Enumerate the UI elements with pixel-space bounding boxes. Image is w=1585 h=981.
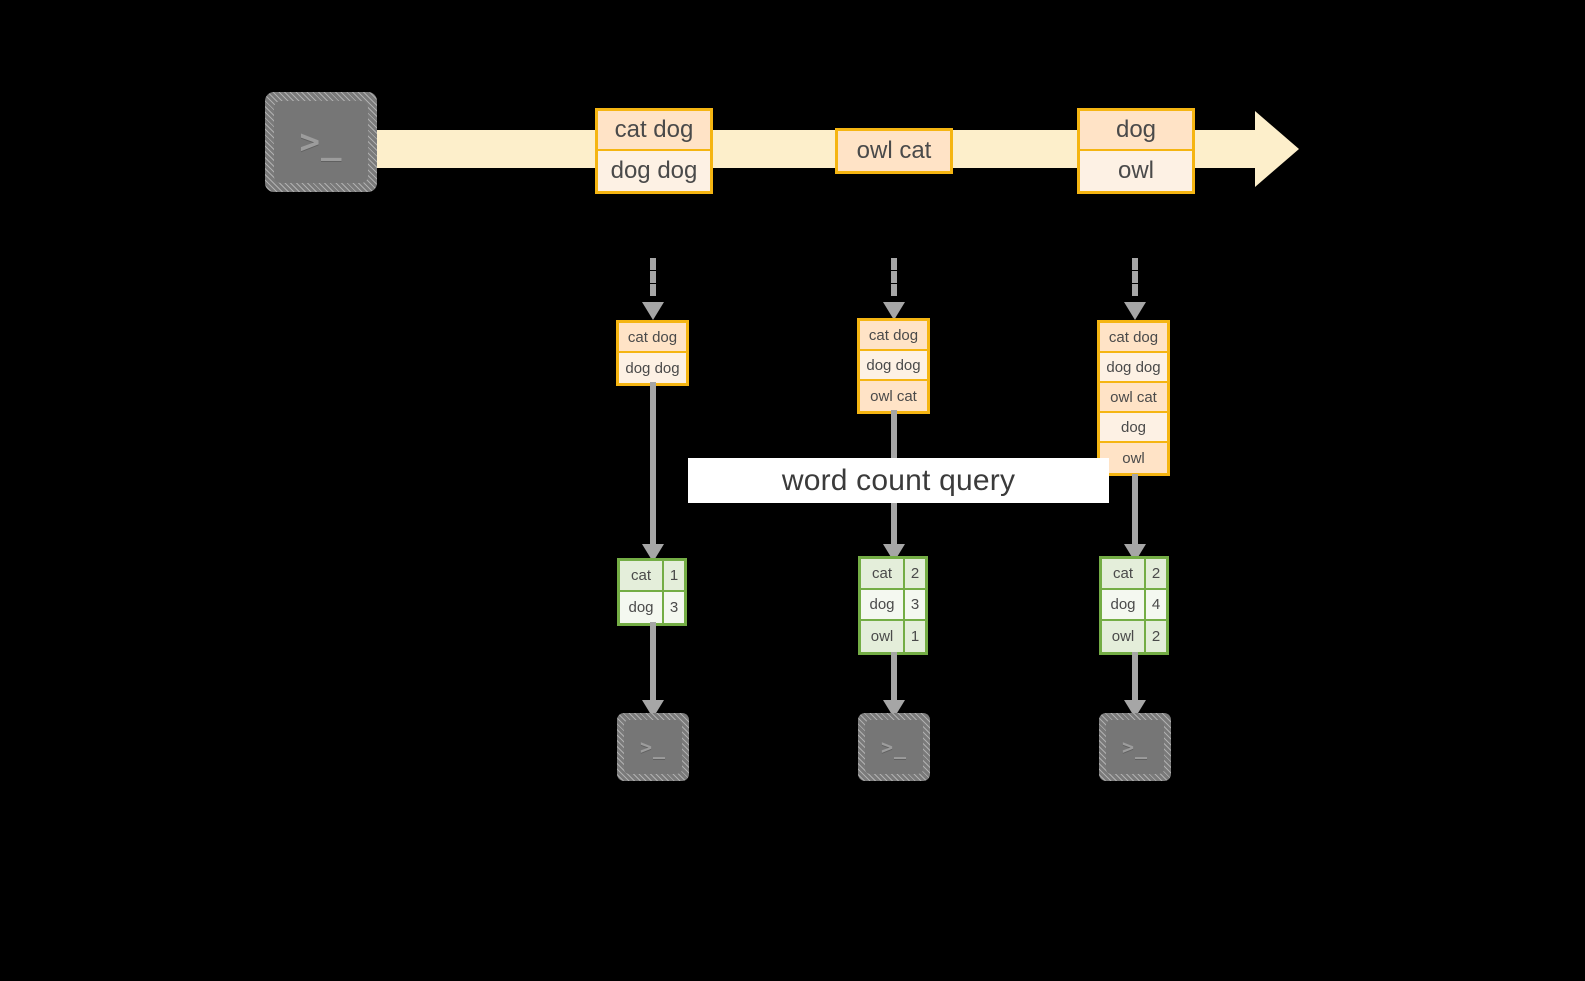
result-row: cat 1 bbox=[620, 561, 684, 592]
result-row: owl 2 bbox=[1102, 621, 1166, 652]
connector-shaft bbox=[891, 258, 897, 296]
accumulated-row: owl cat bbox=[860, 381, 927, 411]
accumulated-row: cat dog bbox=[1100, 323, 1167, 353]
result-row: owl 1 bbox=[861, 621, 925, 652]
connector-shaft bbox=[1132, 652, 1138, 704]
arrowhead-icon bbox=[642, 302, 664, 320]
arrowhead-icon bbox=[642, 544, 664, 562]
stream-batch-line: dog bbox=[1080, 111, 1192, 151]
result-word: owl bbox=[1102, 621, 1146, 652]
result-count: 2 bbox=[1151, 565, 1161, 582]
stream-batch-line: dog dog bbox=[598, 151, 710, 191]
result-word: dog bbox=[620, 592, 664, 623]
result-table-2[interactable]: cat 2 dog 3 owl 1 bbox=[858, 556, 928, 655]
connector-shaft bbox=[891, 652, 897, 704]
connector-shaft bbox=[650, 382, 656, 546]
query-label-text: word count query bbox=[781, 463, 1016, 497]
accumulated-row: dog bbox=[1100, 413, 1167, 443]
result-word: owl bbox=[861, 621, 905, 652]
result-row: dog 4 bbox=[1102, 590, 1166, 621]
result-count: 2 bbox=[1151, 628, 1161, 645]
stream-batch-line: owl cat bbox=[838, 131, 950, 171]
source-terminal-icon[interactable]: >_ bbox=[265, 92, 377, 192]
sink-terminal-icon-3[interactable]: >_ bbox=[1099, 713, 1171, 781]
result-count: 1 bbox=[910, 628, 920, 645]
accumulated-table-2[interactable]: cat dog dog dog owl cat bbox=[857, 318, 930, 414]
sink-terminal-icon-2[interactable]: >_ bbox=[858, 713, 930, 781]
accumulated-row: owl cat bbox=[1100, 383, 1167, 413]
stream-batch-line: cat dog bbox=[598, 111, 710, 151]
result-count: 1 bbox=[669, 567, 679, 584]
result-row: cat 2 bbox=[861, 559, 925, 590]
terminal-body: >_ bbox=[274, 101, 368, 183]
result-word: dog bbox=[861, 590, 905, 619]
result-row: dog 3 bbox=[861, 590, 925, 621]
result-word: cat bbox=[861, 559, 905, 588]
accumulated-row: dog dog bbox=[1100, 353, 1167, 383]
terminal-body: >_ bbox=[1106, 720, 1164, 774]
terminal-body: >_ bbox=[865, 720, 923, 774]
connector-shaft bbox=[1132, 258, 1138, 296]
accumulated-row: cat dog bbox=[860, 321, 927, 351]
terminal-prompt-glyph: >_ bbox=[299, 122, 343, 162]
stream-batch-1[interactable]: cat dog dog dog bbox=[595, 108, 713, 194]
accumulated-row: cat dog bbox=[619, 323, 686, 353]
arrowhead-icon bbox=[1124, 302, 1146, 320]
result-word: cat bbox=[620, 561, 664, 590]
result-count: 3 bbox=[910, 596, 920, 613]
result-row: cat 2 bbox=[1102, 559, 1166, 590]
result-row: dog 3 bbox=[620, 592, 684, 623]
result-count: 2 bbox=[910, 565, 920, 582]
accumulated-row: owl bbox=[1100, 443, 1167, 473]
result-word: dog bbox=[1102, 590, 1146, 619]
terminal-prompt-glyph: >_ bbox=[880, 735, 908, 759]
stream-arrowhead bbox=[1255, 111, 1299, 187]
terminal-prompt-glyph: >_ bbox=[639, 735, 667, 759]
terminal-prompt-glyph: >_ bbox=[1121, 735, 1149, 759]
accumulated-row: dog dog bbox=[860, 351, 927, 381]
connector-shaft bbox=[1132, 474, 1138, 546]
arrowhead-icon bbox=[883, 302, 905, 320]
result-table-1[interactable]: cat 1 dog 3 bbox=[617, 558, 687, 626]
stream-batch-2[interactable]: owl cat bbox=[835, 128, 953, 174]
result-count: 3 bbox=[669, 599, 679, 616]
result-table-3[interactable]: cat 2 dog 4 owl 2 bbox=[1099, 556, 1169, 655]
result-word: cat bbox=[1102, 559, 1146, 588]
stream-batch-3[interactable]: dog owl bbox=[1077, 108, 1195, 194]
connector-shaft bbox=[650, 258, 656, 296]
connector-shaft bbox=[650, 622, 656, 704]
sink-terminal-icon-1[interactable]: >_ bbox=[617, 713, 689, 781]
accumulated-row: dog dog bbox=[619, 353, 686, 383]
accumulated-table-3[interactable]: cat dog dog dog owl cat dog owl bbox=[1097, 320, 1170, 476]
accumulated-table-1[interactable]: cat dog dog dog bbox=[616, 320, 689, 386]
stream-batch-line: owl bbox=[1080, 151, 1192, 191]
terminal-body: >_ bbox=[624, 720, 682, 774]
result-count: 4 bbox=[1151, 596, 1161, 613]
query-label-band: word count query bbox=[688, 458, 1109, 503]
